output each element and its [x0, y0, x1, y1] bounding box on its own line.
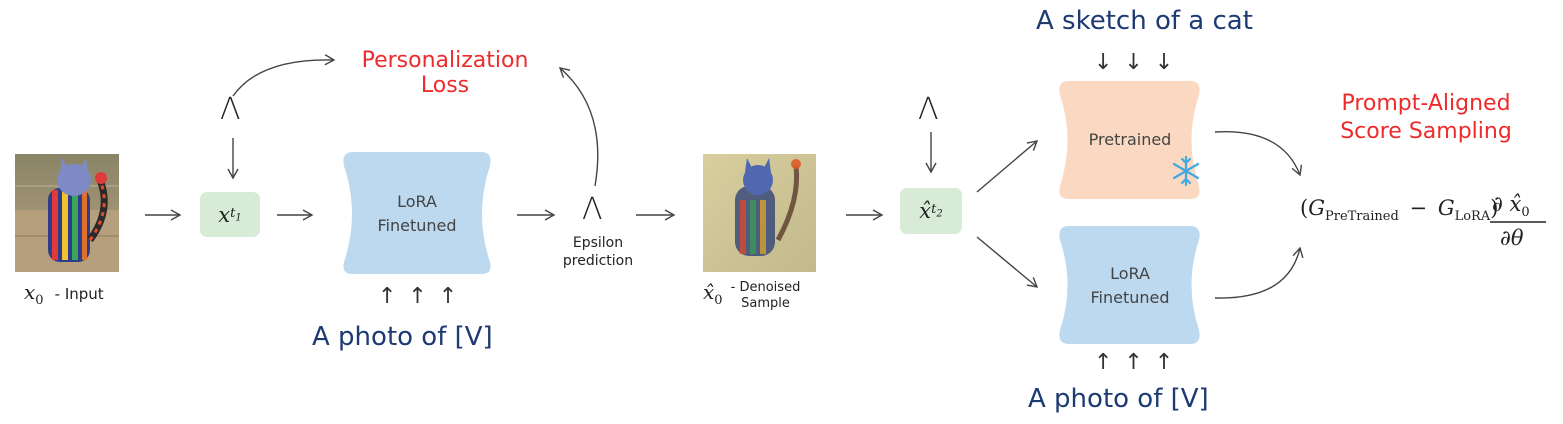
arrow-eps-to-loss [558, 67, 599, 187]
noise-icon-eps: Λ [582, 192, 603, 227]
snowflake-icon [1172, 155, 1200, 187]
pass-label: Prompt-Aligned Score Sampling [1340, 91, 1512, 144]
lora-left-label: LoRA Finetuned [377, 192, 457, 235]
pretrained-label: Pretrained [1088, 130, 1172, 149]
noise-icon-right: Λ [918, 92, 939, 127]
input-photo [15, 154, 119, 272]
arrow-lora-to-formula [1214, 246, 1304, 299]
lora-right-block [1059, 226, 1200, 344]
arrow-pretrained-to-formula [1214, 130, 1303, 177]
input-caption: x0 - Input [24, 280, 104, 308]
input-label: - Input [54, 285, 104, 303]
formula: (GPreTrained − GLoRA) [1300, 196, 1499, 225]
arrow-xt2-to-pretrained [976, 140, 1039, 193]
pretrained-block [1059, 81, 1200, 199]
up-arrows-left: ↑↑↑ [378, 284, 470, 309]
lora-right-label: LoRA Finetuned [1090, 264, 1170, 307]
up-arrows-right: ↑↑↑ [1094, 350, 1186, 375]
denoised-symbol: x̂0 [703, 280, 723, 308]
denoised-caption: x̂0 - Denoised Sample [703, 280, 800, 312]
prompt-left: A photo of [V] [312, 322, 493, 352]
noise-icon-left: Λ [220, 92, 241, 127]
epsilon-label: Epsilon prediction [562, 235, 634, 269]
formula-denominator: ∂θ [1500, 226, 1524, 250]
arrow-xt2-to-lora [976, 236, 1039, 288]
prompt-top-right: A sketch of a cat [1036, 6, 1253, 36]
lora-left-block [343, 152, 491, 274]
down-arrows-right: ↓↓↓ [1094, 50, 1186, 75]
prompt-bottom-right: A photo of [V] [1028, 384, 1209, 414]
formula-numerator: ∂ x̂0 [1492, 192, 1530, 221]
input-symbol: x0 [24, 280, 44, 308]
denoised-label: - Denoised Sample [730, 280, 801, 311]
denoised-photo [703, 154, 816, 272]
personalization-loss-label: Personalization Loss [361, 48, 529, 98]
arrow-noise-to-loss [232, 54, 336, 97]
node-xt2: x̂t2 [900, 188, 962, 234]
